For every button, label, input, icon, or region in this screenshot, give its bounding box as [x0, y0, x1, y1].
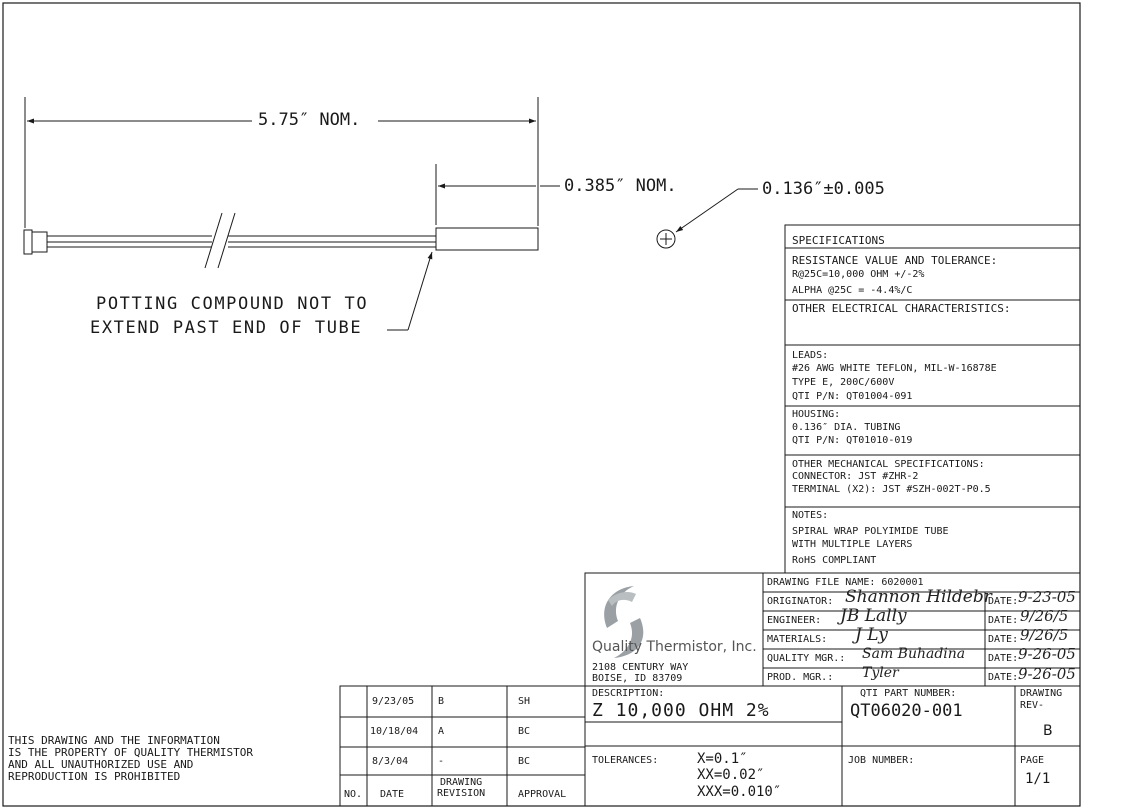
materials-signature: J Ly [855, 625, 888, 645]
rev-col-revision-1: DRAWING [440, 777, 483, 788]
company-logo-graphic [604, 586, 644, 658]
tube-dimension [435, 164, 560, 225]
rev-row2-date: 10/18/04 [370, 726, 419, 737]
rev-row3-date: 8/3/04 [372, 756, 409, 767]
proprietary-line3: AND ALL UNAUTHORIZED USE AND [8, 758, 194, 771]
break-line-1 [204, 212, 223, 269]
engineer-date: 9/26/5 [1020, 607, 1069, 625]
leads-header: LEADS: [792, 350, 829, 361]
tolerances-label: TOLERANCES: [592, 755, 659, 766]
engineer-label: ENGINEER: [767, 615, 822, 626]
part-number-label: QTI PART NUMBER: [860, 688, 957, 699]
alpha-value: ALPHA @25C = -4.4%/C [792, 285, 913, 296]
diameter-dimension-label: 0.136″±0.005 [762, 179, 885, 199]
diameter-callout [656, 188, 758, 249]
drawing-file-name: DRAWING FILE NAME: 6020001 [767, 577, 924, 588]
prod-label: PROD. MGR.: [767, 672, 834, 683]
prod-signature: Tyler [862, 665, 899, 681]
notes-line3: RoHS COMPLIANT [792, 555, 877, 566]
quality-label: QUALITY MGR.: [767, 653, 846, 664]
resistance-value: R@25C=10,000 OHM +/-2% [792, 269, 925, 280]
company-address2: BOISE, ID 83709 [592, 673, 683, 684]
potting-leader [387, 251, 433, 331]
materials-date: 9/26/5 [1020, 626, 1069, 644]
rev-col-date: DATE [380, 789, 405, 800]
leads-line1: #26 AWG WHITE TEFLON, MIL-W-16878E [792, 363, 997, 374]
company-name: Quality Thermistor, Inc. [592, 639, 757, 655]
materials-label: MATERIALS: [767, 634, 828, 645]
prod-date: 9-26-05 [1018, 665, 1076, 683]
rev-col-no: NO. [344, 789, 363, 800]
materials-date-label: DATE: [988, 634, 1019, 645]
notes-line1: SPIRAL WRAP POLYIMIDE TUBE [792, 526, 949, 537]
description-label: DESCRIPTION: [592, 688, 665, 699]
proprietary-line4: REPRODUCTION IS PROHIBITED [8, 770, 181, 783]
page-value: 1/1 [1025, 771, 1051, 787]
overall-dimension-label: 5.75″ NOM. [258, 110, 361, 130]
revision-grid [339, 685, 586, 807]
mechanical-header: OTHER MECHANICAL SPECIFICATIONS: [792, 459, 985, 470]
connector-body [31, 231, 48, 253]
description-value: Z 10,000 OHM 2% [592, 700, 770, 721]
housing-line2: QTI P/N: QT01010-019 [792, 435, 913, 446]
tolerance-xx: XX=0.02″ [697, 767, 765, 783]
rev-label-2: REV- [1020, 700, 1045, 711]
housing-header: HOUSING: [792, 409, 841, 420]
leads-line3: QTI P/N: QT01004-091 [792, 391, 913, 402]
connector [23, 229, 33, 255]
sensor-assembly [23, 212, 539, 269]
mechanical-line1: CONNECTOR: JST #ZHR-2 [792, 471, 919, 482]
rev-col-revision-2: REVISION [437, 788, 486, 799]
job-number-label: JOB NUMBER: [848, 755, 915, 766]
break-line-2 [217, 212, 236, 269]
resistance-header: RESISTANCE VALUE AND TOLERANCE: [792, 254, 998, 267]
tube-dimension-label: 0.385″ NOM. [564, 176, 677, 196]
leads-line2: TYPE E, 200C/600V [792, 377, 895, 388]
section-circle [656, 229, 676, 249]
rev-col-approval: APPROVAL [518, 789, 567, 800]
engineer-date-label: DATE: [988, 615, 1019, 626]
rev-label-1: DRAWING [1020, 688, 1063, 699]
notes-line2: WITH MULTIPLE LAYERS [792, 539, 913, 550]
rev-row1-date: 9/23/05 [372, 696, 415, 707]
rev-row2-rev: A [438, 726, 445, 737]
rev-row1-approval: SH [518, 696, 531, 707]
prod-date-label: DATE: [988, 672, 1019, 683]
proprietary-line2: IS THE PROPERTY OF QUALITY THERMISTOR [8, 746, 254, 759]
potting-note-line2: EXTEND PAST END OF TUBE [90, 318, 363, 338]
rev-value: B [1043, 723, 1053, 739]
part-number-value: QT06020-001 [850, 701, 963, 721]
originator-label: ORIGINATOR: [767, 596, 834, 607]
quality-date: 9-26-05 [1018, 645, 1076, 663]
rev-row1-rev: B [438, 696, 445, 707]
rev-row3-approval: BC [518, 756, 531, 767]
potting-note-line1: POTTING COMPOUND NOT TO [96, 294, 369, 314]
company-address1: 2108 CENTURY WAY [592, 662, 689, 673]
originator-date-label: DATE: [988, 596, 1019, 607]
housing-line1: 0.136″ DIA. TUBING [792, 422, 901, 433]
rev-row2-approval: BC [518, 726, 531, 737]
specs-title: SPECIFICATIONS [792, 234, 885, 247]
tube [435, 227, 539, 251]
other-electrical-header: OTHER ELECTRICAL CHARACTERISTICS: [792, 302, 1011, 315]
mechanical-line2: TERMINAL (X2): JST #SZH-002T-P0.5 [792, 484, 991, 495]
rev-row3-rev: - [438, 756, 445, 767]
notes-header: NOTES: [792, 510, 829, 521]
quality-date-label: DATE: [988, 653, 1019, 664]
engineer-signature: JB Lally [840, 606, 907, 626]
proprietary-line1: THIS DRAWING AND THE INFORMATION [8, 734, 220, 747]
originator-date: 9-23-05 [1018, 588, 1076, 606]
tolerance-xxx: XXX=0.010″ [697, 784, 782, 800]
signoff-grid [584, 572, 1081, 687]
overall-dimension [24, 97, 539, 228]
tolerance-x: X=0.1″ [697, 751, 748, 767]
quality-signature: Sam Buhadina [862, 646, 966, 662]
page-label: PAGE [1020, 755, 1045, 766]
originator-signature: Shannon Hildebr [845, 587, 992, 607]
